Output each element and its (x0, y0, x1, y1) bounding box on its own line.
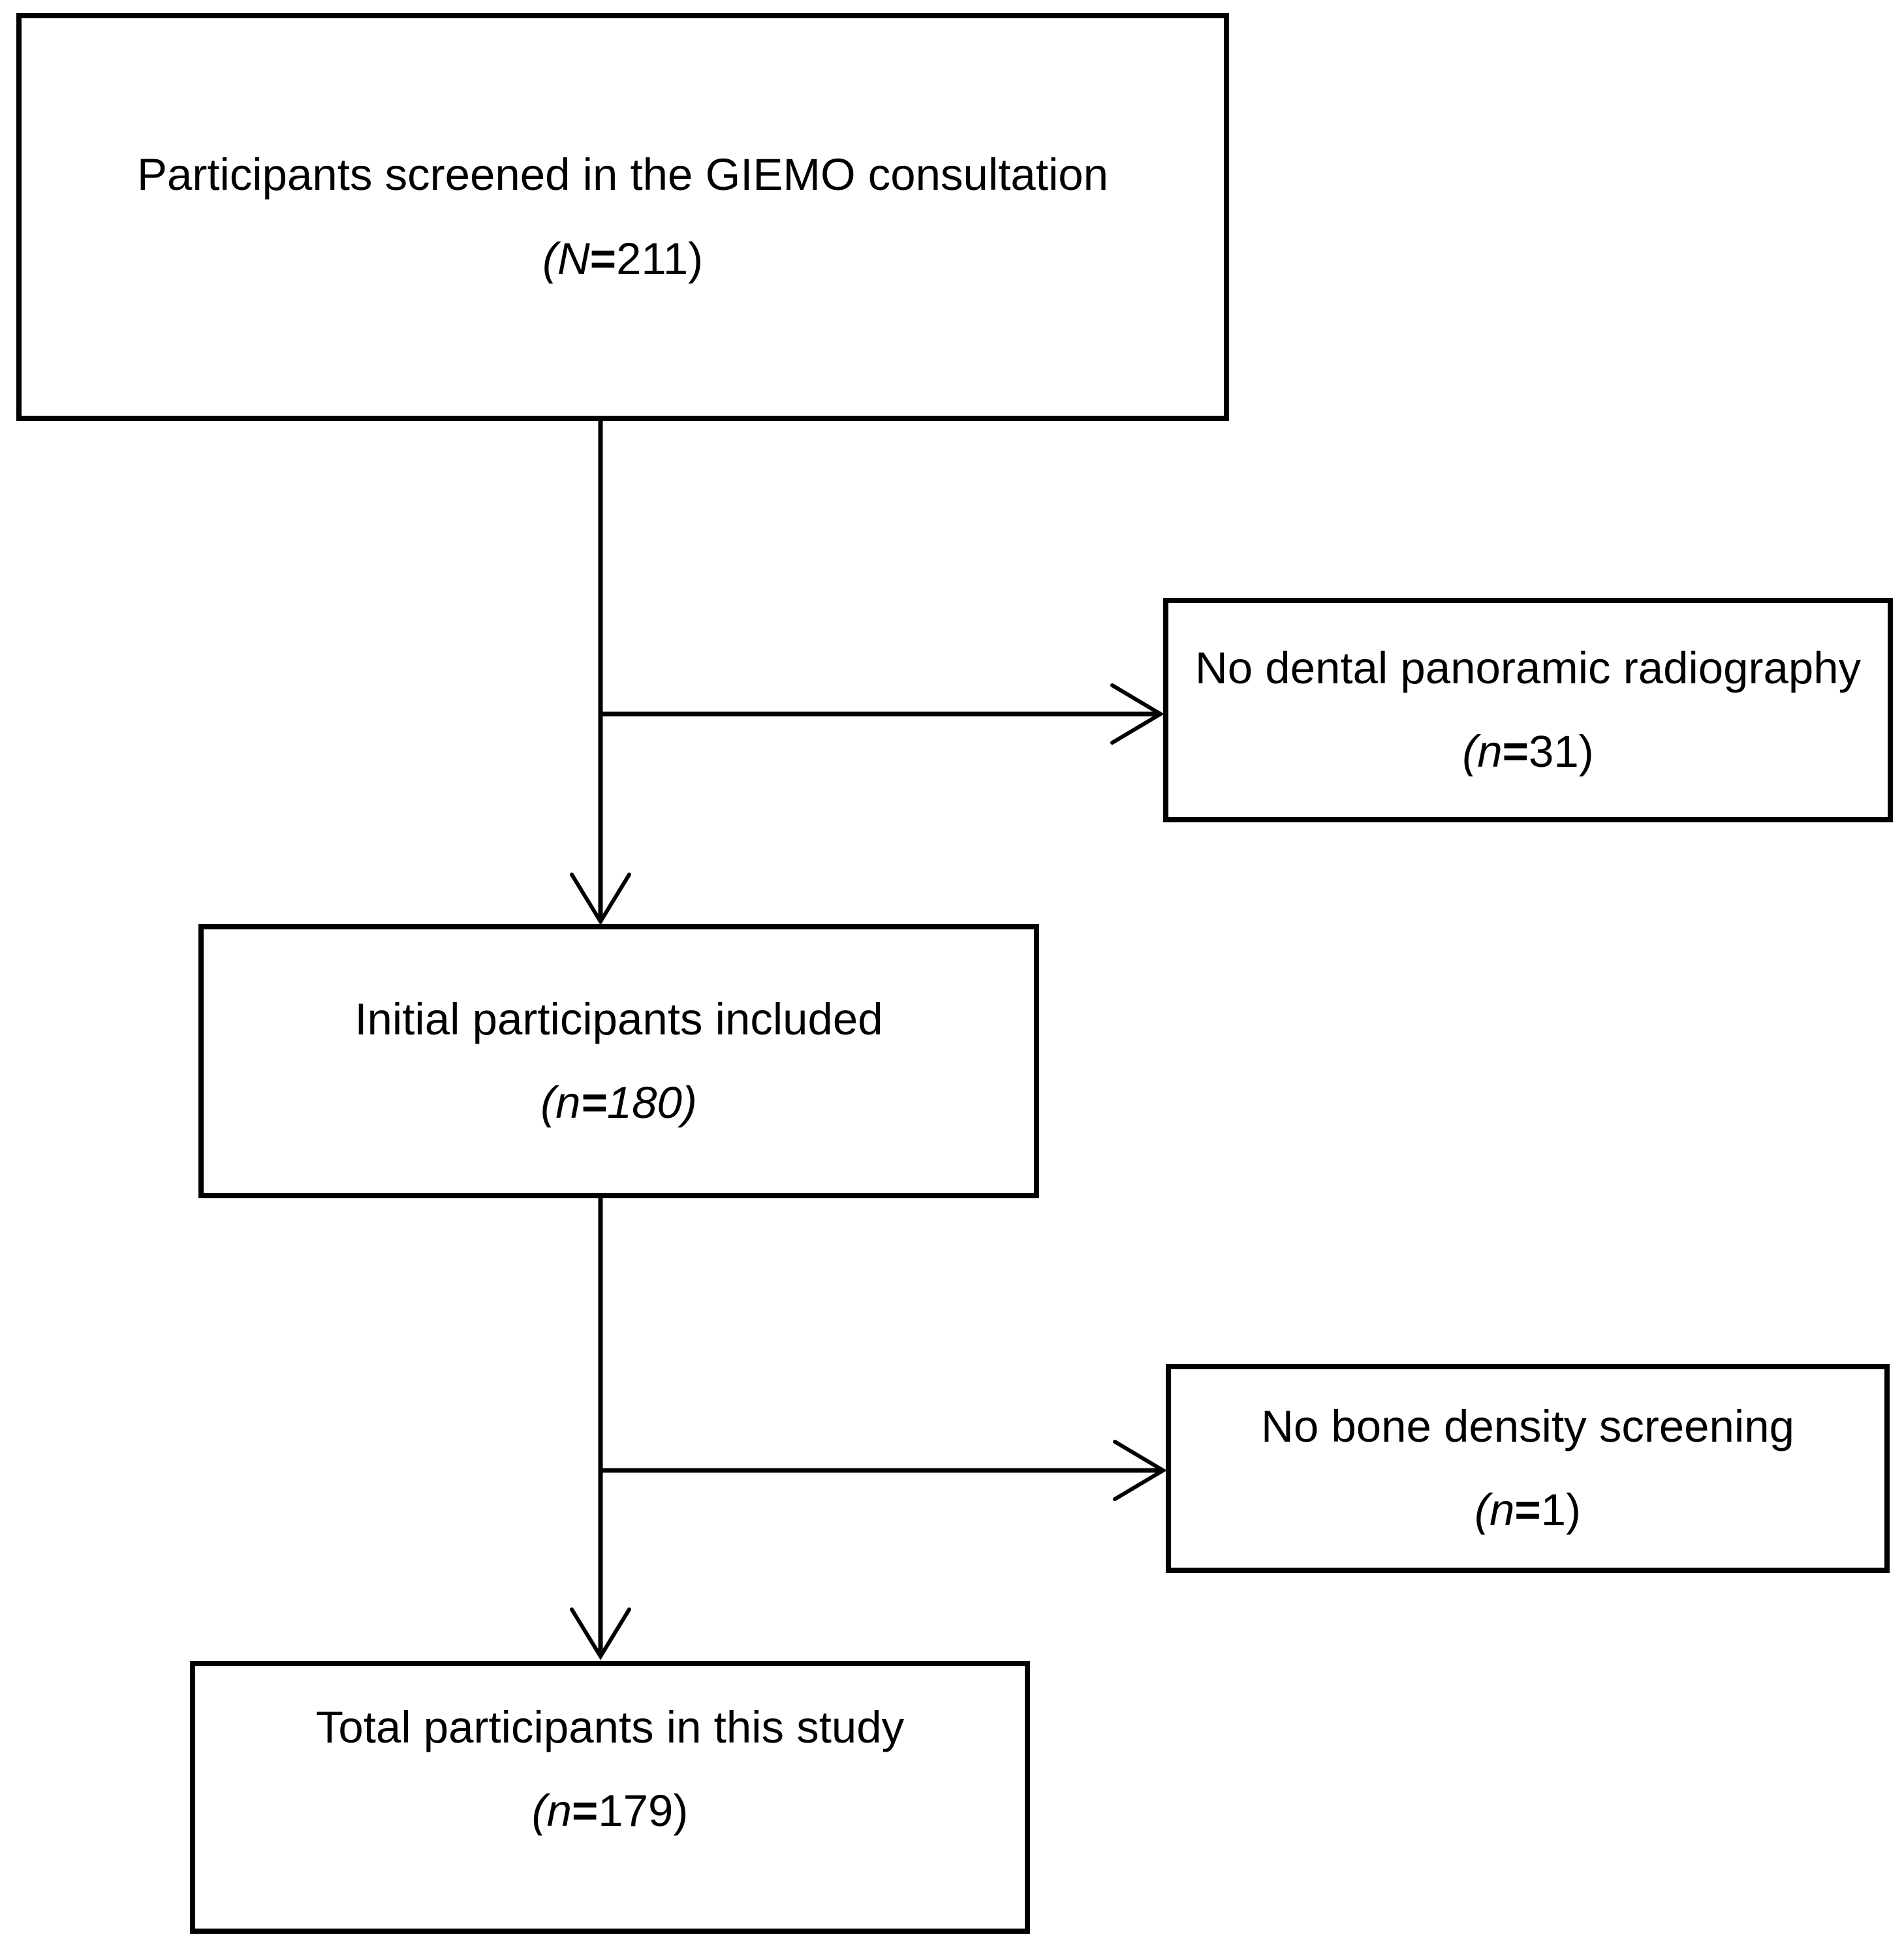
node-count: (n=180) (540, 1078, 697, 1128)
arrow-down-icon (570, 873, 631, 925)
node-total-participants: Total participants in this study (n=179) (190, 1661, 1030, 1934)
node-title: Initial participants included (354, 993, 883, 1044)
node-no-dental-panoramic-radiography: No dental panoramic radiography (n=31) (1163, 598, 1893, 822)
node-count: (N=211) (542, 233, 704, 284)
node-title: No bone density screening (1260, 1401, 1795, 1451)
node-participants-screened: Participants screened in the GIEMO consu… (16, 13, 1229, 421)
node-title: Total participants in this study (315, 1701, 905, 1752)
arrow-right-icon (1110, 683, 1164, 745)
node-count: (n=1) (1474, 1485, 1581, 1535)
node-title: Participants screened in the GIEMO consu… (136, 149, 1109, 200)
node-count: (n=31) (1462, 726, 1594, 777)
arrow-right-icon (1113, 1440, 1167, 1501)
arrow-down-icon (570, 1607, 631, 1660)
node-initial-participants-included: Initial participants included (n=180) (198, 924, 1039, 1198)
node-count: (n=179) (531, 1786, 689, 1836)
node-title: No dental panoramic radiography (1194, 642, 1862, 693)
node-no-bone-density-screening: No bone density screening (n=1) (1166, 1364, 1890, 1573)
